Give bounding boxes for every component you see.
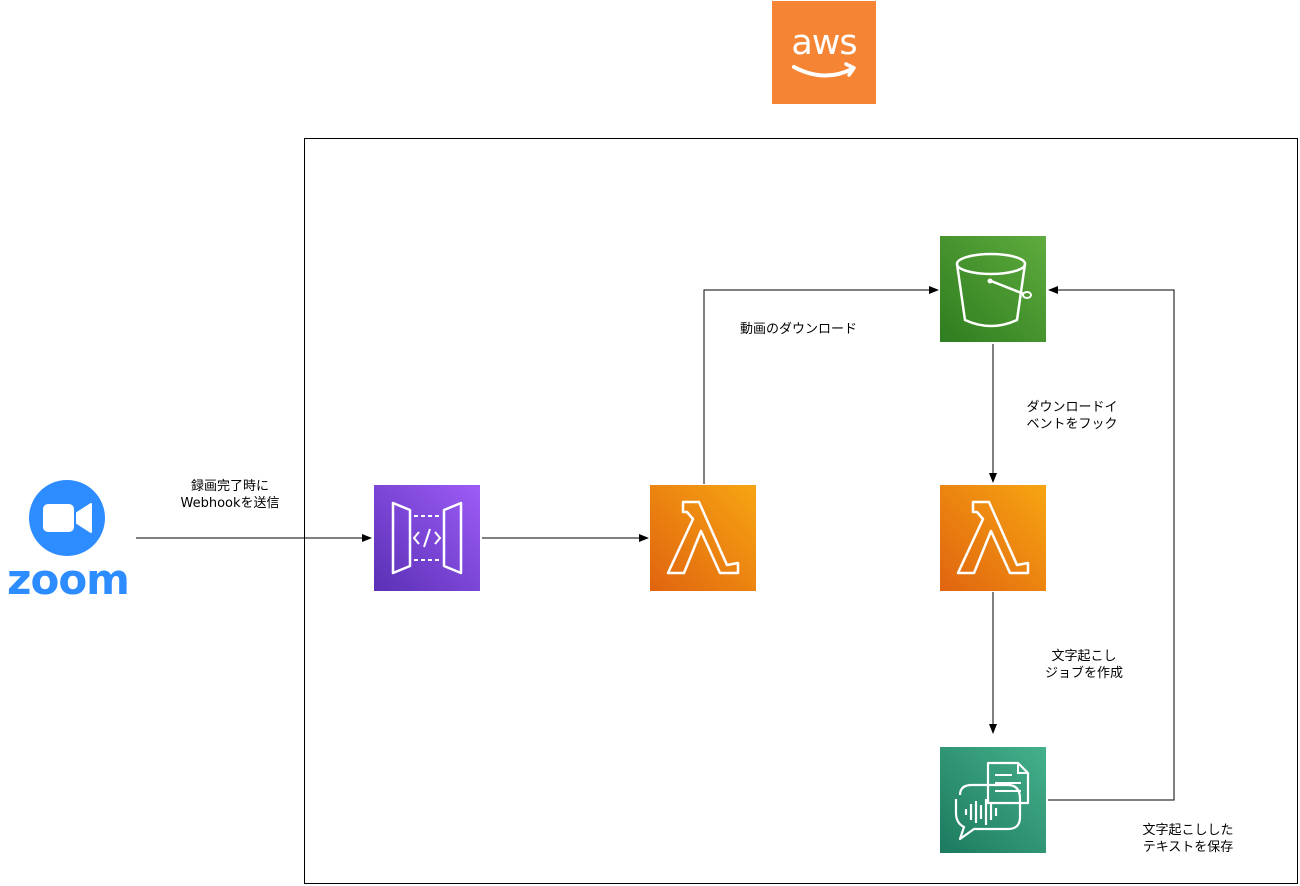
label-download-line1: 動画のダウンロード <box>740 322 858 337</box>
label-create-job-line2: ジョブを作成 <box>1044 666 1123 681</box>
label-create-job: 文字起こし ジョブを作成 <box>1014 648 1154 682</box>
lambda-icon <box>650 485 756 591</box>
zoom-logo <box>28 479 106 561</box>
label-create-job-line1: 文字起こし <box>1051 649 1117 664</box>
label-download-event-line2: ベントをフック <box>1026 417 1118 432</box>
lambda-icon <box>940 485 1046 591</box>
label-webhook: 録画完了時に Webhookを送信 <box>150 478 310 512</box>
zoom-camera-icon <box>29 480 105 556</box>
transcribe-service <box>939 746 1047 854</box>
lambda-webhook-service <box>649 484 757 592</box>
aws-logo: aws <box>772 1 876 104</box>
arrow-lambda-to-s3 <box>703 286 939 484</box>
label-download-event-line1: ダウンロードイ <box>1026 400 1118 415</box>
label-save-text: 文字起こしした テキストを保存 <box>1118 822 1258 856</box>
label-save-text-line1: 文字起こしした <box>1142 823 1234 838</box>
label-download-event: ダウンロードイ ベントをフック <box>1002 399 1142 433</box>
label-save-text-line2: テキストを保存 <box>1142 840 1234 855</box>
zoom-wordmark: zoom <box>7 555 130 604</box>
transcribe-icon <box>940 747 1046 853</box>
aws-logo-text: aws <box>791 23 857 63</box>
lambda-transcribe-service <box>939 484 1047 592</box>
label-webhook-line2: Webhookを送信 <box>180 496 280 511</box>
api-gateway-service <box>373 484 481 592</box>
label-webhook-line1: 録画完了時に <box>190 479 269 494</box>
s3-bucket-service <box>939 235 1047 343</box>
aws-smile-icon <box>792 62 856 78</box>
label-download: 動画のダウンロード <box>740 321 857 338</box>
api-gateway-icon <box>374 485 480 591</box>
s3-bucket-icon <box>940 236 1046 342</box>
aws-cloud-boundary <box>304 138 1298 884</box>
arrow-transcribe-to-s3 <box>1048 286 1175 801</box>
